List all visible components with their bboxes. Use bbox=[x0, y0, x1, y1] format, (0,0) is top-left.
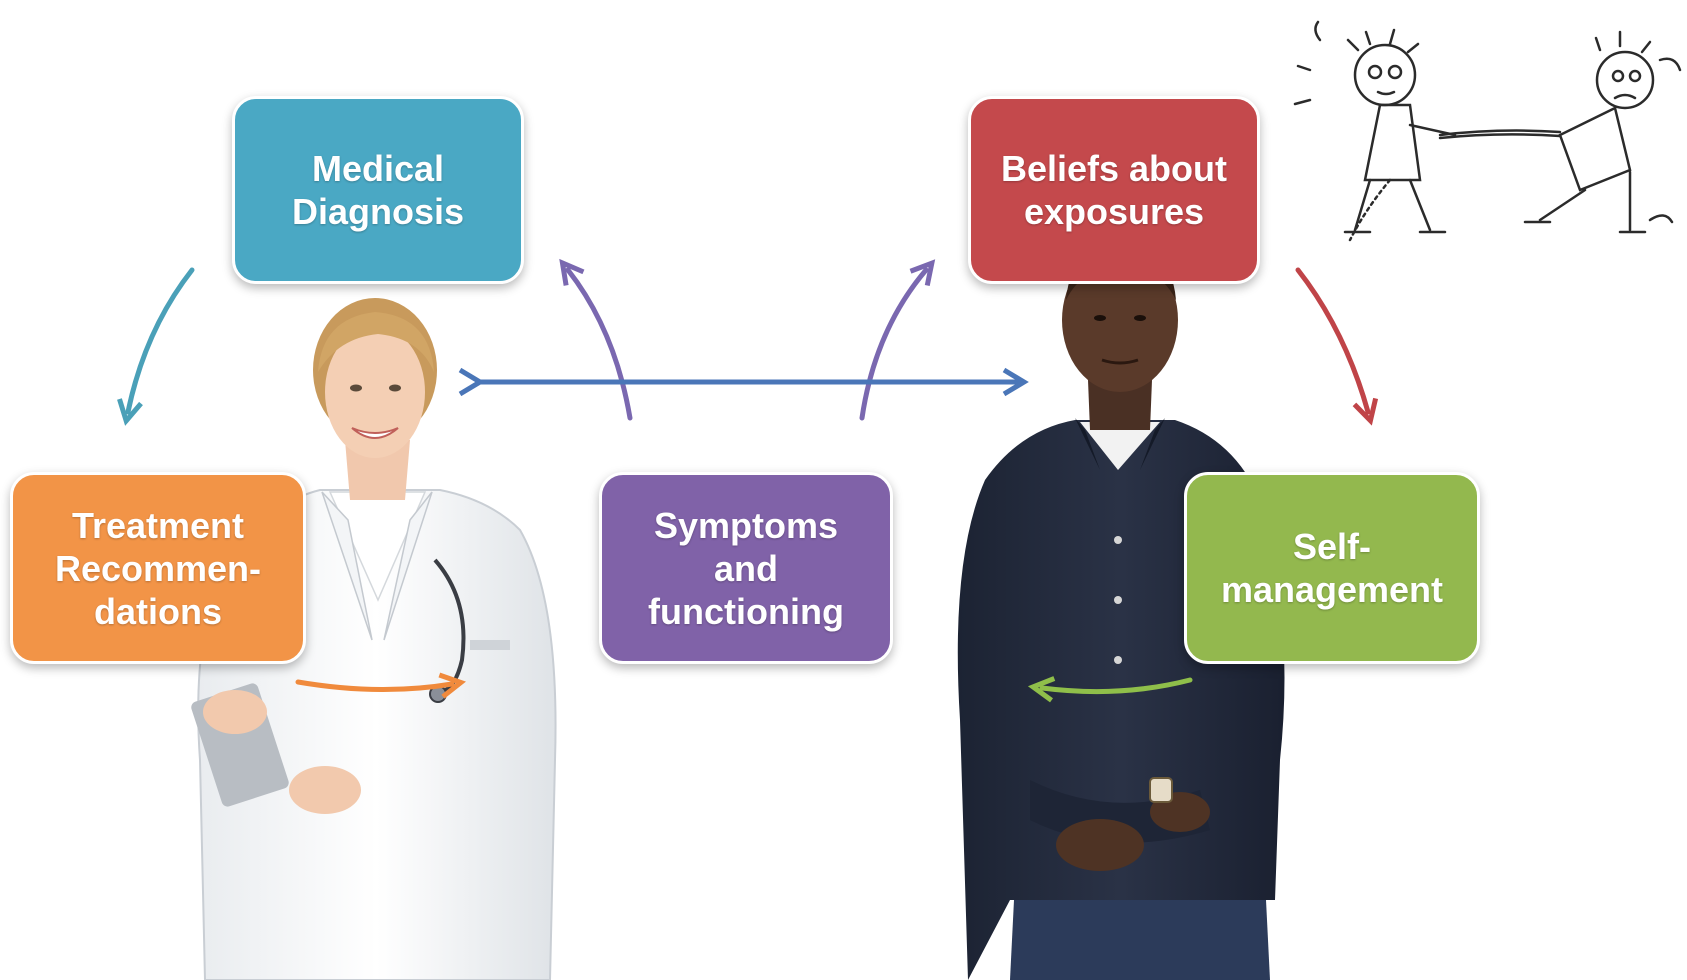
tug-of-war-cartoon bbox=[1293, 20, 1682, 242]
arrow-symptoms-to-medical bbox=[559, 258, 633, 421]
self-management-label: Self- management bbox=[1220, 526, 1444, 610]
beliefs-about-exposures-box: Beliefs about exposures bbox=[968, 96, 1260, 284]
treatment-recommendations-box: Treatment Recommen- dations bbox=[10, 472, 306, 664]
arrow-self-management-swoosh bbox=[1027, 676, 1193, 703]
medical-diagnosis-label: Medical Diagnosis bbox=[291, 148, 465, 232]
arrow-symptoms-to-beliefs bbox=[859, 259, 936, 421]
symptoms-and-functioning-label: Symptoms and functioning bbox=[648, 504, 844, 632]
arrow-treatment-swoosh bbox=[295, 672, 466, 699]
beliefs-about-exposures-label: Beliefs about exposures bbox=[1000, 148, 1228, 232]
medical-diagnosis-box: Medical Diagnosis bbox=[232, 96, 524, 284]
symptoms-and-functioning-box: Symptoms and functioning bbox=[599, 472, 893, 664]
self-management-box: Self- management bbox=[1184, 472, 1480, 664]
arrow-beliefs-to-self-management bbox=[1295, 267, 1379, 426]
treatment-recommendations-label: Treatment Recommen- dations bbox=[54, 504, 262, 632]
arrows bbox=[117, 258, 1379, 703]
arrow-medical-to-treatment bbox=[117, 267, 195, 426]
